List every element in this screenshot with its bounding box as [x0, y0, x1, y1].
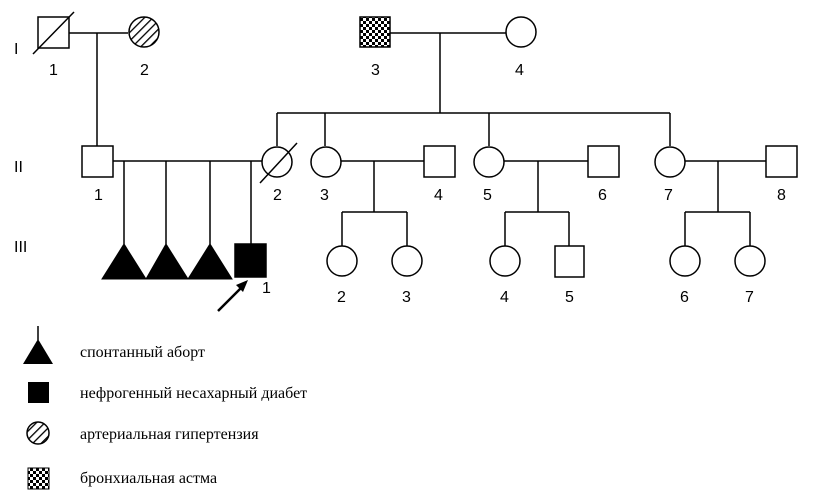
legend-diabetes-icon: [28, 382, 49, 403]
individual-iii1-affected-male-proband: [234, 243, 267, 278]
generation-label-1: I: [14, 41, 18, 58]
abortion-triangle-3: [187, 243, 233, 280]
proband-arrow: [217, 284, 245, 312]
individual-ii1-male: [81, 145, 114, 178]
label-iii4: 4: [500, 289, 509, 306]
individual-iii5-male: [554, 245, 585, 278]
proband-arrowhead: [236, 280, 248, 292]
generation-label-3: III: [14, 239, 27, 256]
individual-i4-female: [505, 16, 537, 48]
label-ii2: 2: [273, 187, 282, 204]
legend-asthma-label: бронхиальная астма: [80, 470, 217, 487]
label-iii1: 1: [262, 280, 271, 297]
label-ii5: 5: [483, 187, 492, 204]
legend-diabetes-label: нефрогенный несахарный диабет: [80, 385, 307, 402]
individual-ii7-female: [654, 146, 686, 178]
individual-ii6-male: [587, 145, 620, 178]
individual-iii3-female: [391, 245, 423, 277]
label-ii3: 3: [320, 187, 329, 204]
label-iii6: 6: [680, 289, 689, 306]
label-i2: 2: [140, 62, 149, 79]
legend-asthma-icon: [27, 467, 50, 490]
individual-iii4-female: [489, 245, 521, 277]
legend-hypertension-icon: [26, 421, 50, 445]
label-i4: 4: [515, 62, 524, 79]
legend-abortion-icon: [23, 339, 53, 364]
individual-ii5-female: [473, 146, 505, 178]
label-i3: 3: [371, 62, 380, 79]
individual-i3-male-asthma: [359, 16, 391, 48]
label-ii1: 1: [94, 187, 103, 204]
individual-i2-female-hypertension: [128, 16, 160, 48]
individual-ii2-deceased-female: [261, 146, 293, 178]
generation-label-2: II: [14, 159, 23, 176]
abortion-triangle-2: [145, 243, 189, 280]
individual-ii8-male: [765, 145, 798, 178]
label-iii2: 2: [337, 289, 346, 306]
individual-ii3-female: [310, 146, 342, 178]
label-ii4: 4: [434, 187, 443, 204]
legend: спонтанный аборт нефрогенный несахарный …: [23, 326, 307, 490]
deceased-slash-i1: [32, 11, 75, 55]
deceased-slash-ii2: [259, 142, 298, 184]
individual-ii4-male: [423, 145, 456, 178]
legend-hypertension-label: артериальная гипертензия: [80, 426, 259, 443]
label-iii7: 7: [745, 289, 754, 306]
label-i1: 1: [49, 62, 58, 79]
label-ii8: 8: [777, 187, 786, 204]
individual-iii2-female: [326, 245, 358, 277]
individual-iii6-female: [669, 245, 701, 277]
individual-iii7-female: [734, 245, 766, 277]
legend-abortion-label: спонтанный аборт: [80, 344, 205, 361]
label-iii3: 3: [402, 289, 411, 306]
label-ii6: 6: [598, 187, 607, 204]
abortion-triangle-1: [101, 243, 147, 280]
label-ii7: 7: [664, 187, 673, 204]
label-iii5: 5: [565, 289, 574, 306]
